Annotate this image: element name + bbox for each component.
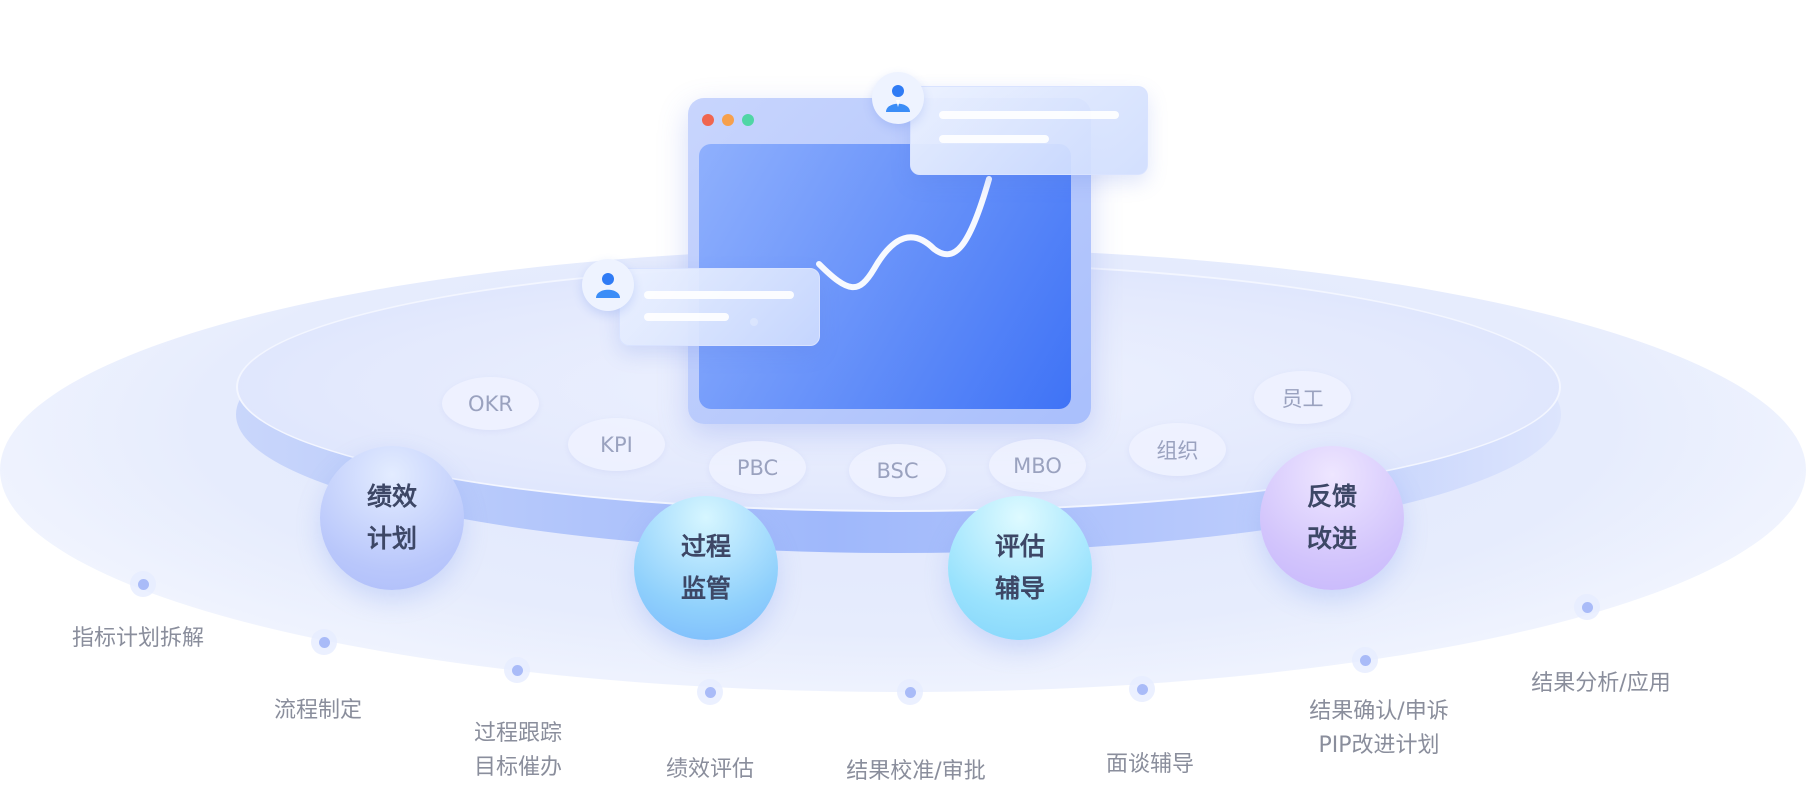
text-placeholder-bar	[644, 313, 729, 321]
window-maximize-dot	[742, 114, 754, 126]
method-tag-pbc: PBC	[709, 441, 806, 494]
step-marker-dot	[504, 657, 530, 683]
step-label: 过程跟踪目标催办	[473, 721, 563, 780]
step-label: 结果分析/应用	[1531, 671, 1671, 696]
method-tag-organization: 组织	[1129, 423, 1226, 476]
window-minimize-dot	[722, 114, 734, 126]
stage-label: 过程	[680, 532, 731, 561]
stage-process-supervision: 过程监管	[634, 496, 778, 640]
stage-label: 反馈	[1306, 482, 1357, 511]
text-placeholder-bar	[939, 135, 1049, 143]
stage-performance-plan: 绩效计划	[320, 446, 464, 590]
message-card-top	[910, 86, 1148, 175]
text-placeholder-bar	[939, 111, 1119, 119]
method-tag-employee: 员工	[1254, 371, 1351, 424]
step-label: 绩效评估	[665, 757, 755, 782]
method-tag-mbo: MBO	[989, 439, 1086, 492]
stage-label: 计划	[366, 524, 417, 553]
step-label: 结果校准/审批	[846, 759, 986, 784]
user-avatar-icon	[872, 72, 924, 124]
step-marker-dot	[311, 629, 337, 655]
step-marker-dot	[697, 679, 723, 705]
step-label: 流程制定	[273, 698, 363, 723]
stage-feedback-improvement: 反馈改进	[1260, 446, 1404, 590]
step-label: 指标计划拆解	[71, 626, 205, 651]
window-close-dot	[702, 114, 714, 126]
stage-label: 辅导	[994, 574, 1045, 603]
user-avatar-icon	[582, 259, 634, 311]
step-marker-dot	[1129, 676, 1155, 702]
step-label: 面谈辅导	[1105, 752, 1195, 777]
method-tag-bsc: BSC	[849, 444, 946, 497]
stage-label: 评估	[994, 532, 1045, 561]
step-marker-dot	[130, 571, 156, 597]
stage-label: 改进	[1306, 524, 1357, 553]
text-placeholder-bar	[644, 291, 794, 299]
stage-evaluation-coaching: 评估辅导	[948, 496, 1092, 640]
method-tag-okr: OKR	[442, 377, 539, 430]
step-marker-dot	[1352, 647, 1378, 673]
stage-label: 绩效	[366, 482, 417, 511]
step-marker-dot	[897, 679, 923, 705]
method-tag-kpi: KPI	[568, 418, 665, 471]
stage-label: 监管	[680, 574, 731, 603]
message-card-left	[619, 268, 820, 346]
step-marker-dot	[1574, 594, 1600, 620]
